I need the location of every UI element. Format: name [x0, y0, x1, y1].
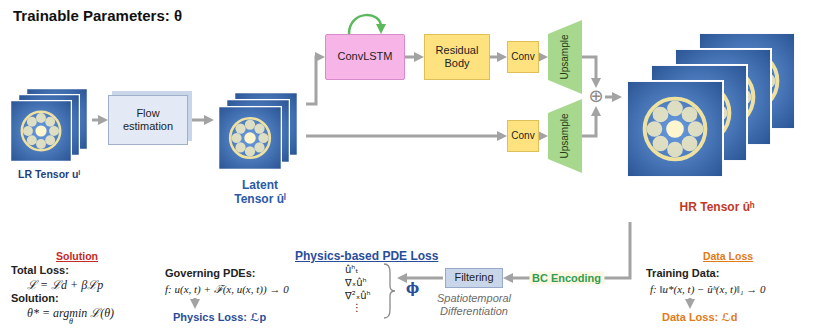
process-box: Conv — [507, 41, 539, 73]
node-text: Upsample — [559, 113, 571, 158]
derivative-term: ∇²ₓûʰ — [345, 290, 371, 302]
caption-note: Spatiotemporal Differentiation — [426, 292, 522, 318]
connector — [605, 96, 615, 99]
latent-tensor-image — [219, 93, 298, 170]
derivative-term: ∇ₓûʰ — [345, 277, 367, 289]
node-text: Filtering — [454, 271, 493, 284]
node-text: Upsample — [559, 34, 571, 79]
ellipsis: ⋮ — [352, 302, 362, 314]
field-label: Total Loss: — [11, 264, 69, 277]
filter-arrow — [404, 277, 443, 280]
connector — [539, 56, 541, 59]
field-label: Solution: — [11, 292, 59, 305]
connector — [490, 56, 500, 59]
field-label: Governing PDEs: — [165, 267, 255, 280]
process-box: Filtering — [445, 268, 503, 288]
upsample-block: Upsample — [548, 20, 582, 94]
node-text: Flow estimation — [112, 107, 184, 133]
panel-title: Trainable Parameters: θ — [13, 7, 182, 25]
flow-arrow — [689, 298, 692, 302]
solution-panel: SolutionTotal Loss:ℒ = ℒd + βℒpSolution:… — [3, 247, 151, 326]
connector — [349, 15, 381, 34]
field-label: Training Data: — [646, 267, 719, 280]
process-box: ConvLSTM — [325, 34, 405, 80]
subscript: θ — [69, 318, 73, 326]
process-box: Conv — [507, 120, 539, 152]
process-box: Flow estimation — [108, 95, 188, 145]
panel-title: Solution — [3, 249, 151, 263]
latent-tensor: Latent Tensor ûˡ — [214, 84, 306, 218]
connector — [92, 119, 101, 122]
brace — [384, 264, 395, 318]
physics-panel: Physics-based PDE LossGoverning PDEs: f: … — [155, 247, 621, 326]
connector — [510, 222, 630, 278]
derivative-term: ûʰₜ — [345, 264, 358, 276]
equation: ℒ = ℒd + βℒp — [27, 278, 103, 292]
model-panel: Trainable Parameters: θ LR Tensor uˡ Flow … — [3, 2, 820, 244]
node-text: Residual Body — [428, 44, 486, 70]
edge-label: BC Encoding — [529, 272, 604, 285]
panel-title: Physics-based PDE Loss — [295, 249, 438, 263]
connector — [539, 135, 541, 138]
tensor-label: LR Tensor uˡ — [6, 168, 92, 181]
lr-tensor-image — [11, 89, 88, 162]
upsample-block: Upsample — [548, 99, 582, 173]
flow-arrow — [194, 298, 197, 302]
tensor-label: Latent Tensor ûˡ — [224, 178, 296, 207]
lr-tensor: LR Tensor uˡ — [6, 80, 92, 198]
data-panel: Data LossTraining Data: f: ‖u*(x, t) − ûʰ… — [636, 247, 820, 326]
tensor-label: HR Tensor ûʰ — [642, 200, 792, 214]
connector — [306, 135, 500, 138]
symbol: ϕ — [406, 281, 419, 296]
connector — [405, 56, 417, 59]
equation: f: ‖u*(x, t) − ûʰ(x, t)‖₁ → 0 — [650, 282, 766, 296]
hr-tensor-image — [627, 33, 795, 177]
connector — [582, 57, 596, 81]
connector — [582, 113, 596, 136]
trapezoid-fill — [548, 20, 582, 94]
node-text: Conv — [511, 51, 534, 63]
equation: f: u(x, t) + ℱ(x, u(x, t)) → 0 — [165, 282, 289, 296]
node-text: Conv — [511, 130, 534, 142]
connector — [306, 57, 318, 104]
loss-label: Data Loss: ℒd — [662, 311, 737, 324]
node-text: ⊕ — [588, 86, 603, 108]
hr-tensor: HR Tensor ûʰ — [622, 24, 814, 222]
node-text: ConvLSTM — [337, 50, 392, 63]
loss-label: Physics Loss: ℒp — [173, 311, 266, 324]
trapezoid-fill — [548, 99, 582, 173]
connector — [188, 119, 207, 122]
panel-title: Data Loss — [636, 249, 820, 263]
process-box: Residual Body — [424, 34, 490, 80]
sum-node: ⊕ — [587, 88, 605, 106]
